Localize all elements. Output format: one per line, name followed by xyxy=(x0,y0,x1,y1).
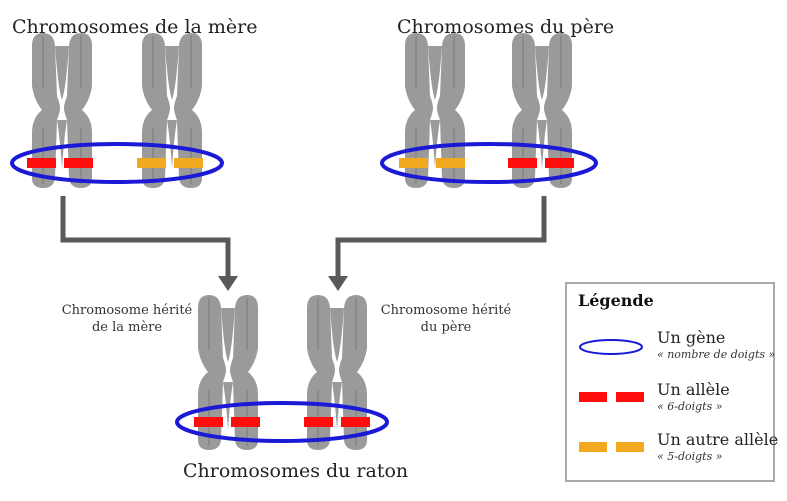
mother-allele-red xyxy=(27,158,56,168)
legend-allele-label: Un allèle xyxy=(657,380,730,399)
mother-allele-orange xyxy=(137,158,166,168)
inherited-from-father-line1: Chromosome hérité xyxy=(380,303,512,318)
father-allele-red xyxy=(508,158,537,168)
inherited-from-father-label: Chromosome hérité du père xyxy=(376,302,516,336)
legend-other-allele-label: Un autre allèle xyxy=(657,430,779,449)
legend-allele-sublabel: « 6-doigts » xyxy=(657,400,723,413)
gene-ellipse-icon xyxy=(579,339,643,355)
offspring-gene-ellipse xyxy=(175,401,389,443)
inherited-from-mother-line1: Chromosome hérité xyxy=(61,303,193,318)
offspring-allele-red xyxy=(231,417,260,427)
red-allele-icon xyxy=(579,392,644,402)
father-gene-ellipse xyxy=(380,142,598,184)
offspring-allele-red xyxy=(341,417,370,427)
father-allele-orange xyxy=(436,158,465,168)
father-allele-orange xyxy=(399,158,428,168)
orange-allele-icon xyxy=(579,442,644,452)
inherited-from-mother-line2: de la mère xyxy=(91,320,163,335)
legend-title: Légende xyxy=(578,291,654,310)
offspring-allele-red xyxy=(194,417,223,427)
father-chromosomes-title: Chromosomes du père xyxy=(397,16,615,38)
arrow-from-father xyxy=(328,196,547,291)
mother-chromosomes-title: Chromosomes de la mère xyxy=(12,16,258,38)
offspring-allele-red xyxy=(304,417,333,427)
inherited-from-mother-label: Chromosome hérité de la mère xyxy=(57,302,197,336)
legend-gene-label: Un gène xyxy=(657,328,726,347)
offspring-chromosomes-title: Chromosomes du raton xyxy=(183,460,409,482)
mother-gene-ellipse xyxy=(10,142,224,184)
mother-allele-red xyxy=(64,158,93,168)
legend-gene-sublabel: « nombre de doigts » xyxy=(657,348,776,361)
arrow-from-mother xyxy=(60,196,238,291)
inherited-from-father-line2: du père xyxy=(420,320,472,335)
legend-box: Légende Un gène « nombre de doigts » Un … xyxy=(565,282,779,482)
legend-other-allele-sublabel: « 5-doigts » xyxy=(657,450,723,463)
father-allele-red xyxy=(545,158,574,168)
mother-allele-orange xyxy=(174,158,203,168)
